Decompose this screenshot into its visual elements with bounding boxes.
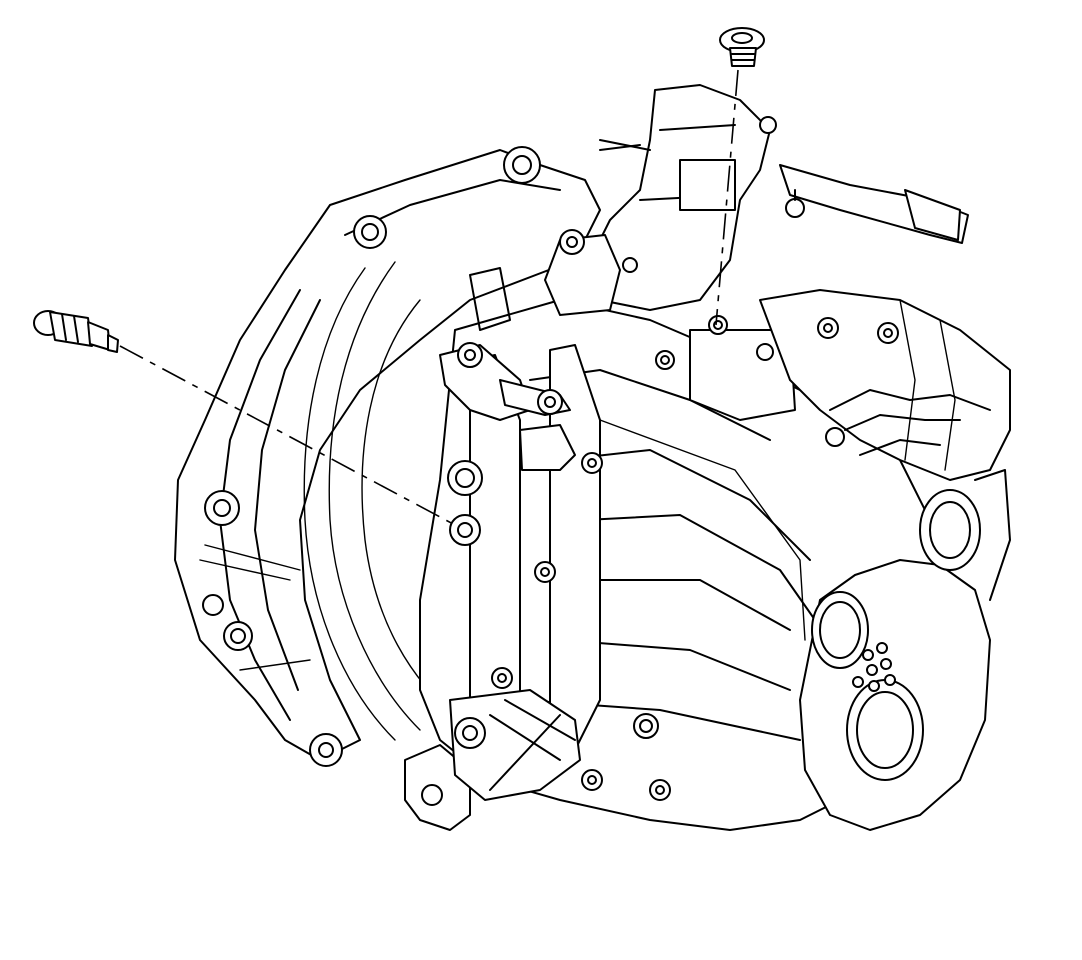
mount-bracket <box>450 690 580 800</box>
sensor-boss <box>440 343 674 470</box>
shift-mechanism <box>690 165 1010 480</box>
bell-housing <box>175 147 600 830</box>
selector-housing <box>470 85 776 330</box>
assembly-centerlines <box>120 70 738 525</box>
end-cover <box>800 470 1010 830</box>
vent-plug <box>720 28 764 66</box>
speed-sensor <box>34 311 118 352</box>
